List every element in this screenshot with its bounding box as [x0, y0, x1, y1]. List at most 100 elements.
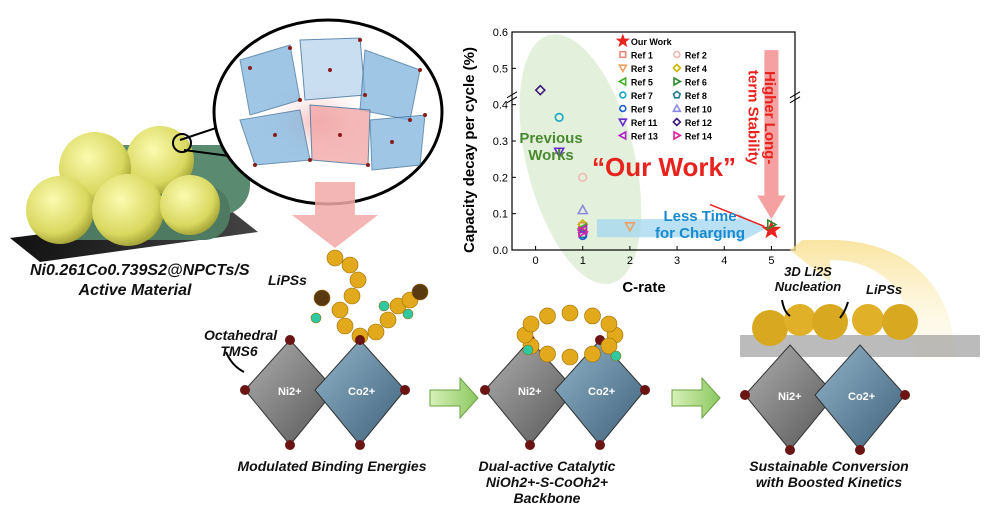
- data-point-ref-7: [554, 112, 564, 123]
- legend-marker: [672, 63, 682, 73]
- our-work-pointer: [709, 203, 765, 228]
- sulfur-ball: [379, 311, 397, 329]
- y-tick-label: 0.5: [493, 63, 508, 75]
- lithium-ball: [378, 300, 390, 312]
- legend-marker: [673, 130, 682, 141]
- sulfur-ball: [343, 287, 361, 305]
- material-subtitle: Active Material: [78, 282, 192, 299]
- sulfur-ball: [331, 301, 349, 319]
- octahedral-pointer: [225, 351, 245, 373]
- legend-label: Ref 4: [685, 64, 707, 74]
- legend-marker: [673, 50, 681, 59]
- nanotube-bundle: [26, 126, 250, 246]
- sulfur-vertices: [240, 335, 910, 455]
- legend-label: Ref 1: [631, 51, 653, 61]
- legend-label: Ref 11: [631, 118, 658, 128]
- legend-label: Ref 12: [685, 118, 712, 128]
- step3-line1: Sustainable Conversion: [749, 458, 909, 474]
- y-tick-label: 0.4: [493, 100, 508, 112]
- ni-label-1: Ni2+: [278, 386, 302, 398]
- legend-label: Ref 5: [631, 78, 653, 88]
- label-lipss-left: LiPSs: [268, 272, 307, 288]
- lipss-chain-left: [310, 249, 429, 345]
- sulfur-ball: [336, 317, 354, 335]
- sulfur-ball: [326, 249, 344, 267]
- less-time-line1: Less Time: [663, 208, 737, 225]
- octahedral-line2: TMS6: [220, 343, 258, 360]
- x-tick-label: 3: [674, 255, 680, 267]
- x-tick-label: 4: [721, 255, 727, 267]
- legend-label: Ref 6: [685, 78, 707, 88]
- annotation-less-time: Less Time for Charging: [650, 208, 750, 243]
- legend-label: Ref 14: [685, 132, 712, 142]
- legend-marker: [619, 104, 627, 113]
- legend-label: Ref 3: [631, 64, 653, 74]
- x-tick-label: 5: [768, 255, 774, 267]
- sulfur-ball: [367, 323, 385, 341]
- step3-line2: with Boosted Kinetics: [755, 474, 903, 491]
- sulfur-ball: [522, 315, 540, 333]
- lithium-ball: [610, 350, 622, 362]
- less-time-line2: for Charging: [655, 225, 745, 243]
- legend-label: Our Work: [631, 37, 673, 47]
- mechanism-illustration: [225, 240, 980, 455]
- sulfur-ball: [561, 304, 579, 322]
- step-arrow-2: [671, 376, 721, 420]
- step3-caption: Sustainable Conversion with Boosted Kine…: [714, 458, 944, 490]
- label-lipss-right: LiPSs: [866, 282, 903, 297]
- sulfur-atoms: [248, 38, 427, 167]
- x-axis-label: C-rate: [622, 279, 665, 296]
- nanotube-illustration: [10, 18, 444, 262]
- y-tick-label: 0.2: [493, 172, 508, 184]
- octahedral-line1: Octahedral: [204, 327, 278, 343]
- data-point-ref-10: [576, 203, 589, 215]
- legend-label: Ref 10: [685, 105, 712, 115]
- lithium-ball: [310, 312, 322, 324]
- sulfur-ball: [561, 348, 579, 366]
- x-tick-label: 0: [533, 255, 539, 267]
- legend-marker: [615, 33, 630, 48]
- axis-break-left: [506, 91, 518, 104]
- ni-label-2: Ni2+: [518, 386, 542, 398]
- data-point-ref-14: [578, 225, 589, 238]
- legend-label: Ref 8: [685, 91, 707, 101]
- x-tick-label: 2: [627, 255, 633, 267]
- sulfur-ball: [600, 337, 618, 355]
- step2-line2: NiOh2+-S-CoOh2+ Backbone: [485, 474, 609, 506]
- legend-marker: [619, 91, 627, 99]
- sulfur-ball: [539, 345, 556, 363]
- lipss-right-pointer: [839, 301, 849, 319]
- sulfur-ball-dark: [313, 289, 331, 307]
- data-point-ref-3: [624, 221, 636, 233]
- label-octahedral: Octahedral TMS6: [204, 327, 278, 360]
- co-label-1: Co2+: [348, 386, 376, 398]
- annotation-our-work: “Our Work”: [592, 152, 736, 182]
- less-time-arrow: [596, 213, 767, 243]
- step-arrow-1: [429, 376, 479, 420]
- co-label-3: Co2+: [848, 391, 876, 403]
- step1-caption: Modulated Binding Energies: [237, 458, 427, 474]
- legend-marker: [617, 64, 628, 74]
- legend-marker: [671, 103, 682, 113]
- step2-caption: Dual-active Catalytic NiOh2+-S-CoOh2+ Ba…: [452, 458, 642, 506]
- sulfur-ball: [341, 256, 359, 274]
- material-formula: Ni0.261Co0.739S2@NPCTs/S: [30, 262, 250, 279]
- co-label-2: Co2+: [588, 386, 616, 398]
- legend-marker: [672, 90, 682, 99]
- legend-marker: [673, 76, 682, 87]
- stability-arrow: [757, 50, 786, 220]
- legend-label: Ref 9: [631, 105, 653, 115]
- annotation-previous-works: Previous Works: [519, 130, 583, 165]
- legend-marker: [619, 50, 627, 59]
- sulfur-ball: [584, 307, 601, 325]
- lipss-chain-ring: [516, 304, 624, 366]
- y-tick-label: 0.3: [493, 136, 508, 148]
- legend-label: Ref 2: [685, 51, 707, 61]
- data-point-ref-2: [578, 172, 588, 182]
- nucleation-line1: 3D Li2S: [784, 264, 832, 279]
- legend-label: Ref 13: [631, 132, 658, 142]
- data-point-ref-12: [534, 84, 546, 96]
- data-point-our-work: [761, 219, 782, 239]
- legend-marker: [617, 76, 627, 87]
